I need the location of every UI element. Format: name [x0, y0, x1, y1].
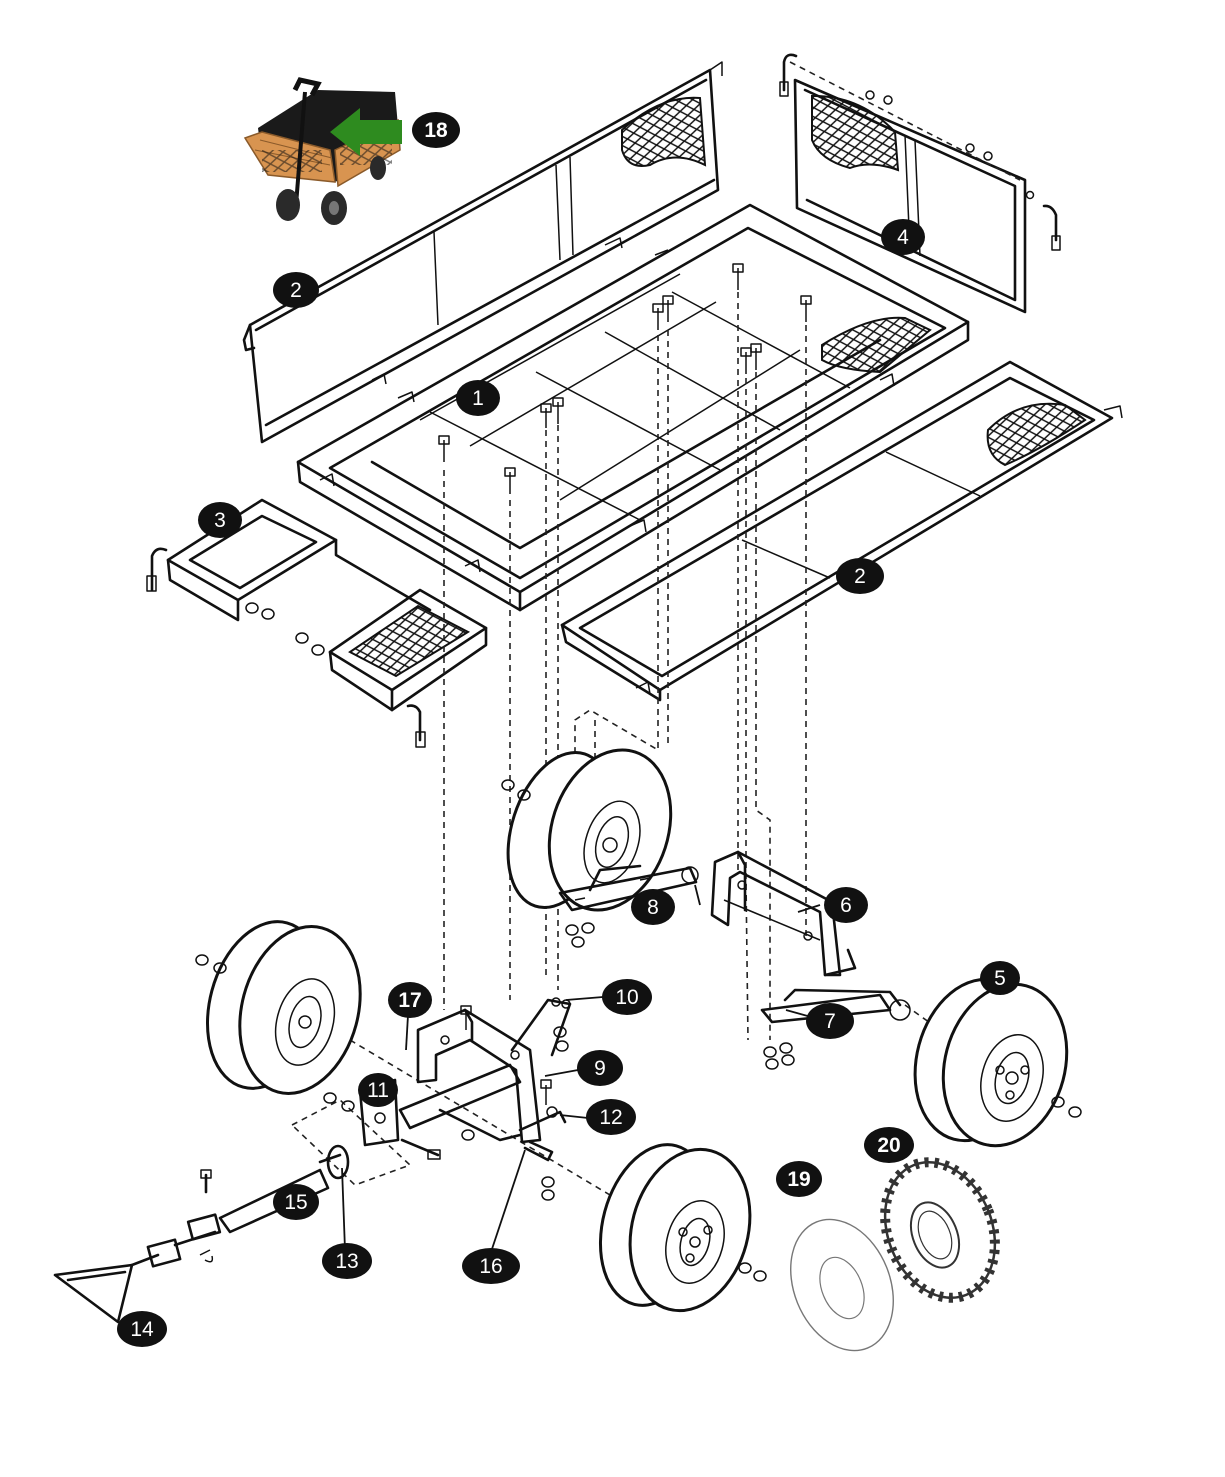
callout-label-16: 16 [479, 1255, 502, 1278]
callout-badge-1 [456, 380, 500, 416]
callout-8: 8 [631, 889, 675, 925]
inner-tube [790, 1218, 894, 1352]
leader-lines [341, 884, 823, 1256]
callout-badge-6 [824, 887, 868, 923]
wheel-front-right [598, 1143, 767, 1313]
callout-16: 16 [462, 1248, 520, 1284]
callout-1: 1 [456, 380, 500, 416]
callout-2a: 2 [273, 272, 319, 308]
callout-badge-17 [388, 982, 432, 1018]
callout-badge-15 [273, 1184, 319, 1220]
callout-badge-16 [462, 1248, 520, 1284]
callout-2b: 2 [836, 558, 884, 594]
callout-label-13: 13 [335, 1250, 358, 1273]
callout-label-14: 14 [130, 1318, 154, 1341]
callout-15: 15 [273, 1184, 319, 1220]
deck-frame [296, 203, 970, 612]
callout-7: 7 [806, 1003, 854, 1039]
callout-label-20: 20 [877, 1134, 900, 1157]
callout-badge-19 [776, 1161, 822, 1197]
callout-label-4: 4 [897, 226, 909, 249]
axle-left [558, 864, 699, 948]
wheel-right [913, 977, 1082, 1148]
callout-label-17: 17 [398, 989, 421, 1012]
wheel-front-left [195, 920, 362, 1095]
side-panel-front [560, 360, 1123, 702]
callout-label-3: 3 [214, 509, 226, 532]
callout-label-15: 15 [284, 1191, 307, 1214]
front-step-frame [146, 498, 488, 748]
callout-badge-8 [631, 889, 675, 925]
callout-badge-10 [602, 979, 652, 1015]
callout-label-12: 12 [599, 1106, 622, 1129]
front-steering-assembly [323, 997, 572, 1201]
pull-handle [53, 1144, 350, 1324]
callout-badge-18 [412, 112, 460, 148]
callout-label-11: 11 [367, 1079, 389, 1102]
axle-right [760, 988, 911, 1070]
callout-badge-2a [273, 272, 319, 308]
callout-badge-7 [806, 1003, 854, 1039]
callout-badge-5 [980, 961, 1020, 995]
callout-label-6: 6 [840, 894, 852, 917]
callout-badge-4 [881, 219, 925, 255]
callout-3: 3 [198, 502, 242, 538]
callout-badge-3 [198, 502, 242, 538]
callout-14: 14 [117, 1311, 167, 1347]
callout-10: 10 [602, 979, 652, 1015]
callout-label-18: 18 [424, 119, 448, 142]
callout-badge-14 [117, 1311, 167, 1347]
callout-label-10: 10 [615, 986, 638, 1009]
end-panel [779, 53, 1061, 314]
green-arrow-icon [330, 108, 402, 156]
callout-label-5: 5 [994, 967, 1006, 990]
wheel-rear-upper [501, 748, 673, 912]
callout-badge-20 [864, 1127, 914, 1163]
rear-axle-bracket [710, 850, 857, 977]
callout-label-2a: 2 [290, 279, 302, 302]
callout-label-7: 7 [824, 1010, 836, 1033]
callout-label-8: 8 [647, 896, 659, 919]
callout-label-1: 1 [472, 387, 484, 410]
tire-replacement [880, 1157, 1000, 1303]
callout-badge-9 [577, 1050, 623, 1086]
callout-11: 11 [358, 1073, 398, 1107]
callout-6: 6 [824, 887, 868, 923]
callout-20: 20 [864, 1127, 914, 1163]
callout-13: 13 [322, 1243, 372, 1279]
callout-18: 18 [412, 112, 460, 148]
callout-5: 5 [980, 961, 1020, 995]
callout-badge-11 [358, 1073, 398, 1107]
assembly-guide-lines [290, 292, 941, 1196]
callout-label-9: 9 [594, 1057, 606, 1080]
callout-label-2b: 2 [854, 565, 866, 588]
callout-9: 9 [577, 1050, 623, 1086]
side-panel-rear [242, 61, 723, 444]
callout-label-19: 19 [787, 1168, 810, 1191]
callout-badge-2b [836, 558, 884, 594]
garden-cart-photo [243, 77, 402, 225]
callout-12: 12 [586, 1099, 636, 1135]
callout-4: 4 [881, 219, 925, 255]
callout-badge-13 [322, 1243, 372, 1279]
callout-19: 19 [776, 1161, 822, 1197]
callout-badge-12 [586, 1099, 636, 1135]
callout-17: 17 [388, 982, 432, 1018]
